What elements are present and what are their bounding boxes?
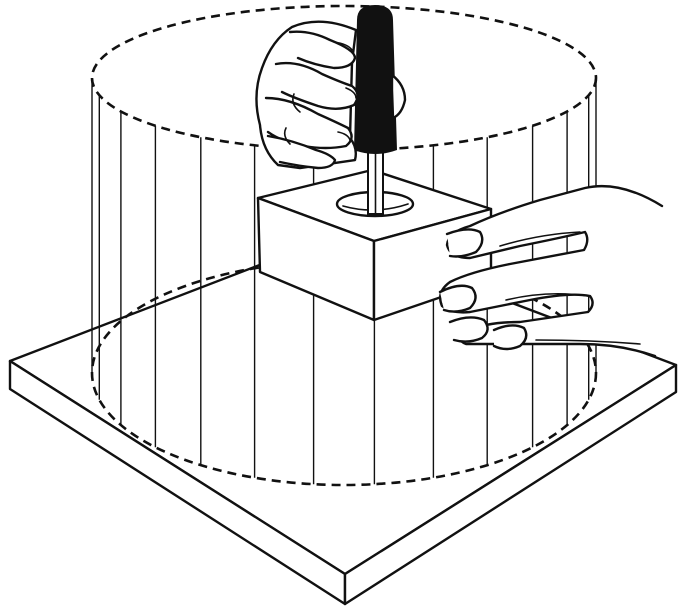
joystick-illustration [0, 0, 687, 612]
diagram [0, 0, 687, 612]
